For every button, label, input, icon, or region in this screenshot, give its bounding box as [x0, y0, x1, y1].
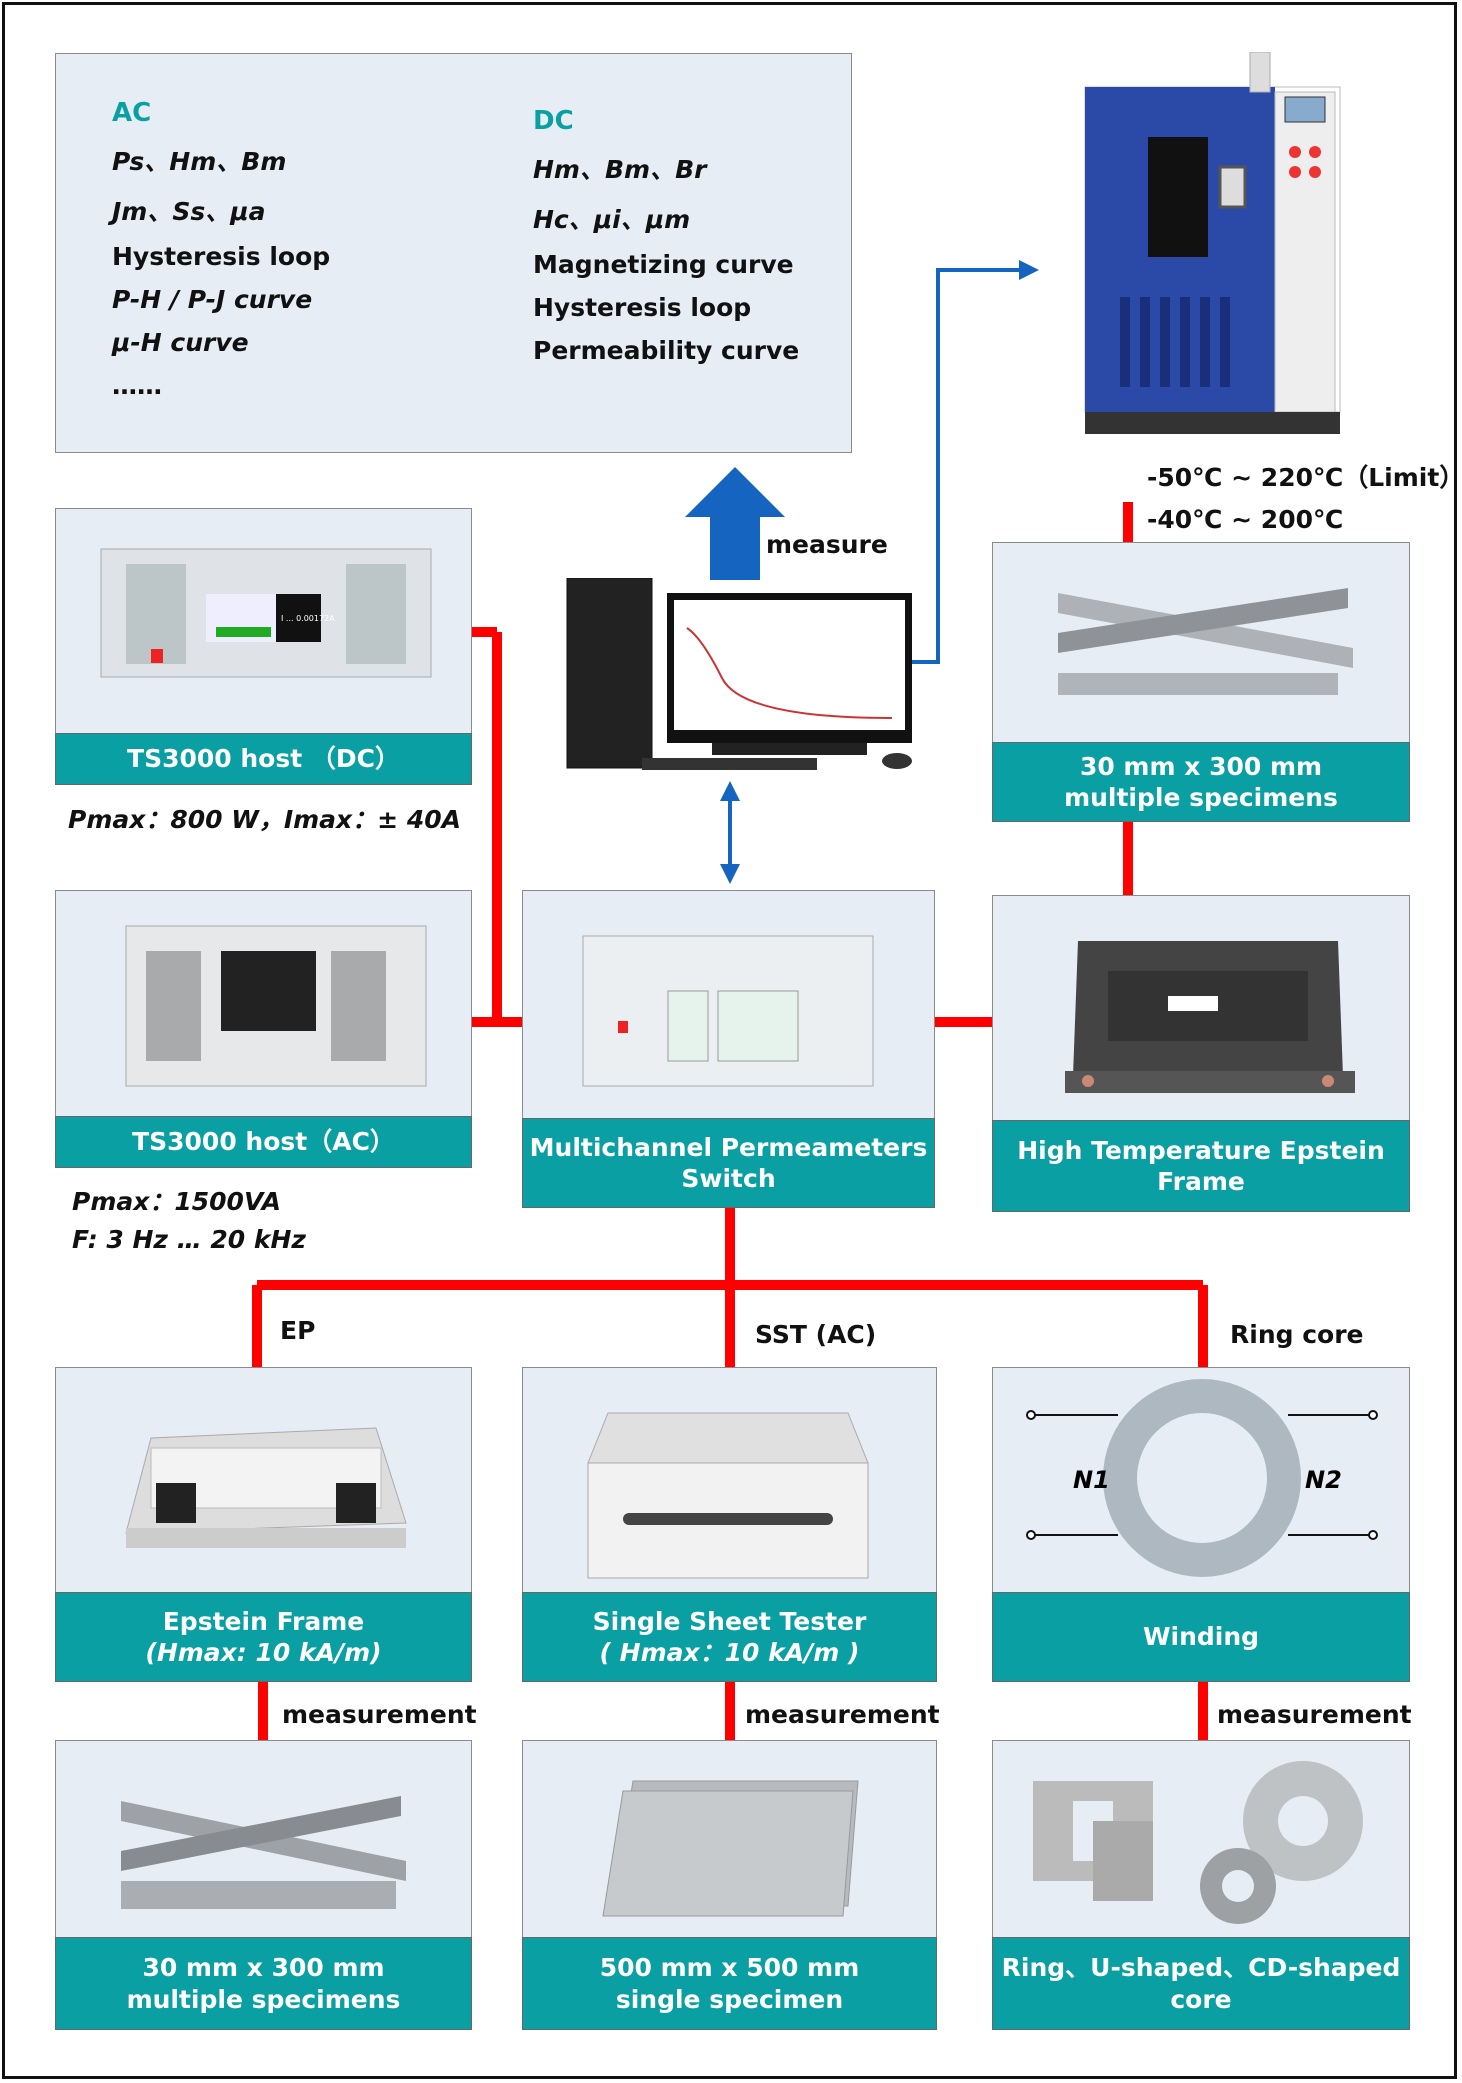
top-specimen-label: 30 mm x 300 mm multiple specimens: [992, 742, 1410, 822]
ts3000-dc-spec: Pmax：800 W，Imax：± 40A: [68, 805, 461, 834]
ac-item-3: Hysteresis loop: [112, 242, 331, 271]
switch-label-line1: Multichannel Permeameters: [529, 1132, 928, 1162]
steel-strips-image: [1058, 588, 1353, 695]
branch-ring-label: Ring core: [1230, 1320, 1364, 1349]
ts3000-dc-image: I ... 0.00172A: [100, 548, 432, 678]
he-frame-line1: High Temperature Epstein: [1017, 1135, 1385, 1165]
dc-heading: DC: [533, 106, 574, 136]
ac-item-2: Jm、Ss、μa: [112, 197, 266, 226]
measure-label: measure: [766, 530, 888, 559]
sst-specimen-panel: [522, 1740, 937, 1940]
branch-ep-label: EP: [280, 1316, 316, 1345]
sst-specimen-line1: 500 mm x 500 mm: [599, 1953, 860, 1983]
ts3000-ac-label: TS3000 host（AC）: [55, 1116, 472, 1168]
ts3000-ac-label-text: TS3000 host（AC）: [132, 1127, 395, 1157]
measure-arrow-icon: [685, 467, 785, 580]
ts3000-ac-spec-power: Pmax：1500VA: [72, 1187, 281, 1216]
measurement-label-sst: measurement: [745, 1700, 940, 1729]
epstein-line2: (Hmax: 10 kA/m): [145, 1638, 382, 1667]
top-specimen-panel: [992, 542, 1410, 752]
dc-item-2: Hc、μi、μm: [533, 205, 691, 234]
winding-label-text: Winding: [1142, 1622, 1260, 1652]
dc-item-4: Hysteresis loop: [533, 293, 752, 322]
computer-image: [566, 578, 912, 770]
sst-image: [587, 1412, 869, 1579]
parameters-panel: AC Ps、Hm、Bm Jm、Ss、μa Hysteresis loop P-H…: [55, 53, 852, 453]
he-frame-image: [1065, 941, 1355, 1093]
he-frame-panel: [992, 895, 1410, 1127]
ts3000-ac-panel: [55, 890, 472, 1122]
dc-parameters: DC Hm、Bm、Br Hc、μi、μm Magnetizing curve H…: [533, 106, 799, 379]
switch-label: Multichannel Permeameters Switch: [522, 1118, 935, 1208]
epstein-line1: Epstein Frame: [162, 1606, 365, 1636]
chamber-temp-limit: -50℃ ~ 220℃（Limit）: [1147, 463, 1462, 492]
red-connectors: [252, 502, 1208, 1740]
core-specimen-label: Ring、U-shaped、CD-shaped core: [992, 1937, 1410, 2030]
ep-specimen-panel: [55, 1740, 472, 1940]
ep-specimen-label: 30 mm x 300 mm multiple specimens: [55, 1937, 472, 2030]
branch-sst-label: SST (AC): [755, 1320, 877, 1349]
winding-n2: N2: [1305, 1466, 1342, 1494]
top-specimen-line2: multiple specimens: [1064, 783, 1338, 812]
ep-strips-image: [121, 1796, 406, 1909]
dc-item-1: Hm、Bm、Br: [533, 155, 707, 184]
he-frame-label: High Temperature Epstein Frame: [992, 1120, 1410, 1212]
measurement-label-ep: measurement: [282, 1700, 477, 1729]
chamber-temp-range: -40℃ ~ 200℃: [1147, 505, 1344, 534]
toroid-winding-icon: N1 N2: [1026, 1379, 1378, 1577]
sst-line2: ( Hmax：10 kA/m ): [599, 1638, 860, 1667]
top-specimen-line1: 30 mm x 300 mm: [1079, 751, 1323, 781]
core-specimen-line2: core: [1170, 1984, 1232, 2014]
ts3000-dc-label: TS3000 host （DC）: [55, 733, 472, 785]
ts3000-dc-label-text: TS3000 host （DC）: [127, 744, 400, 774]
ac-item-1: Ps、Hm、Bm: [112, 147, 287, 176]
ts3000-ac-spec-frequency: F: 3 Hz … 20 kHz: [72, 1225, 306, 1254]
ts3000-dc-screen-text: I ... 0.00172A: [281, 614, 335, 623]
sst-line1: Single Sheet Tester: [592, 1606, 867, 1636]
ts3000-dc-panel: I ... 0.00172A: [55, 508, 472, 740]
epstein-image: [125, 1427, 407, 1548]
winding-label: Winding: [992, 1592, 1410, 1682]
measurement-label-ring: measurement: [1217, 1700, 1412, 1729]
ep-specimen-line2: multiple specimens: [126, 1984, 401, 2014]
switch-panel: [522, 890, 935, 1122]
temperature-chamber-image: [1084, 52, 1341, 434]
cores-image: [1033, 1761, 1363, 1924]
ac-item-6: ……: [112, 371, 162, 400]
switch-image: [582, 935, 874, 1087]
sst-sheet-image: [602, 1780, 859, 1917]
sst-specimen-label: 500 mm x 500 mm single specimen: [522, 1937, 937, 2030]
ac-heading: AC: [112, 98, 152, 128]
sst-specimen-line2: single specimen: [615, 1984, 844, 2014]
dc-item-5: Permeability curve: [533, 336, 800, 365]
ep-specimen-line1: 30 mm x 300 mm: [142, 1953, 385, 1983]
epstein-panel: [55, 1367, 472, 1597]
sst-label: Single Sheet Tester ( Hmax：10 kA/m ): [522, 1592, 937, 1682]
winding-panel: N1 N2: [992, 1367, 1410, 1597]
core-specimen-panel: [992, 1740, 1410, 1940]
winding-n1: N1: [1073, 1466, 1110, 1494]
switch-label-line2: Switch: [681, 1164, 776, 1193]
ac-item-4: P-H / P-J curve: [112, 285, 313, 314]
ac-parameters: AC Ps、Hm、Bm Jm、Ss、μa Hysteresis loop P-H…: [112, 98, 330, 414]
ts3000-ac-image: [125, 925, 427, 1087]
he-frame-line2: Frame: [1157, 1167, 1245, 1196]
core-specimen-line1: Ring、U-shaped、CD-shaped: [1001, 1953, 1401, 1983]
epstein-label: Epstein Frame (Hmax: 10 kA/m): [55, 1592, 472, 1682]
sst-panel: [522, 1367, 937, 1597]
dc-item-3: Magnetizing curve: [533, 250, 794, 279]
ac-item-5: μ-H curve: [112, 328, 249, 357]
